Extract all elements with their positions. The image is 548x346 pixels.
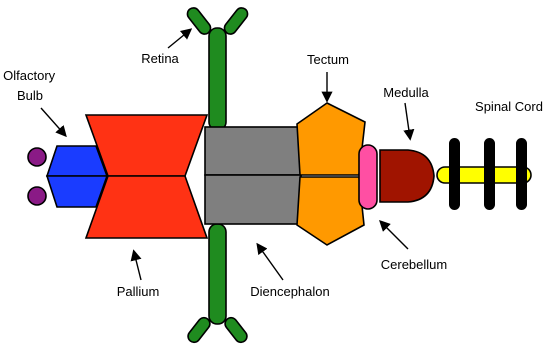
label-tectum: Tectum <box>307 52 349 67</box>
label-olfactory-bulb-line-2: Bulb <box>17 88 43 103</box>
diencephalon <box>205 127 301 224</box>
arrow-cerebellum <box>381 222 408 249</box>
arrow-medulla <box>405 103 410 138</box>
label-olfactory-bulb-line-1: Olfactory <box>3 68 56 83</box>
spinal-cord <box>437 138 531 210</box>
label-spinal-cord: Spinal Cord <box>475 99 543 114</box>
medulla <box>380 150 434 202</box>
tectum <box>297 103 365 245</box>
olfactory-nub-top <box>28 148 46 166</box>
label-diencephalon: Diencephalon <box>250 284 330 299</box>
label-retina: Retina <box>141 51 179 66</box>
arrow-olfactory-bulb <box>41 108 65 135</box>
cerebellum <box>359 145 377 209</box>
label-olfactory-bulb: Olfactory Bulb <box>3 68 59 103</box>
arrow-pallium <box>134 252 141 280</box>
label-pallium: Pallium <box>117 284 160 299</box>
arrow-diencephalon <box>258 245 283 280</box>
olfactory-bulb <box>47 146 107 207</box>
retina-bottom <box>186 224 250 345</box>
label-medulla: Medulla <box>383 85 429 100</box>
label-cerebellum: Cerebellum <box>381 257 447 272</box>
olfactory-nub-bottom <box>28 187 46 205</box>
retina-top <box>185 5 250 130</box>
arrow-retina <box>168 30 190 48</box>
